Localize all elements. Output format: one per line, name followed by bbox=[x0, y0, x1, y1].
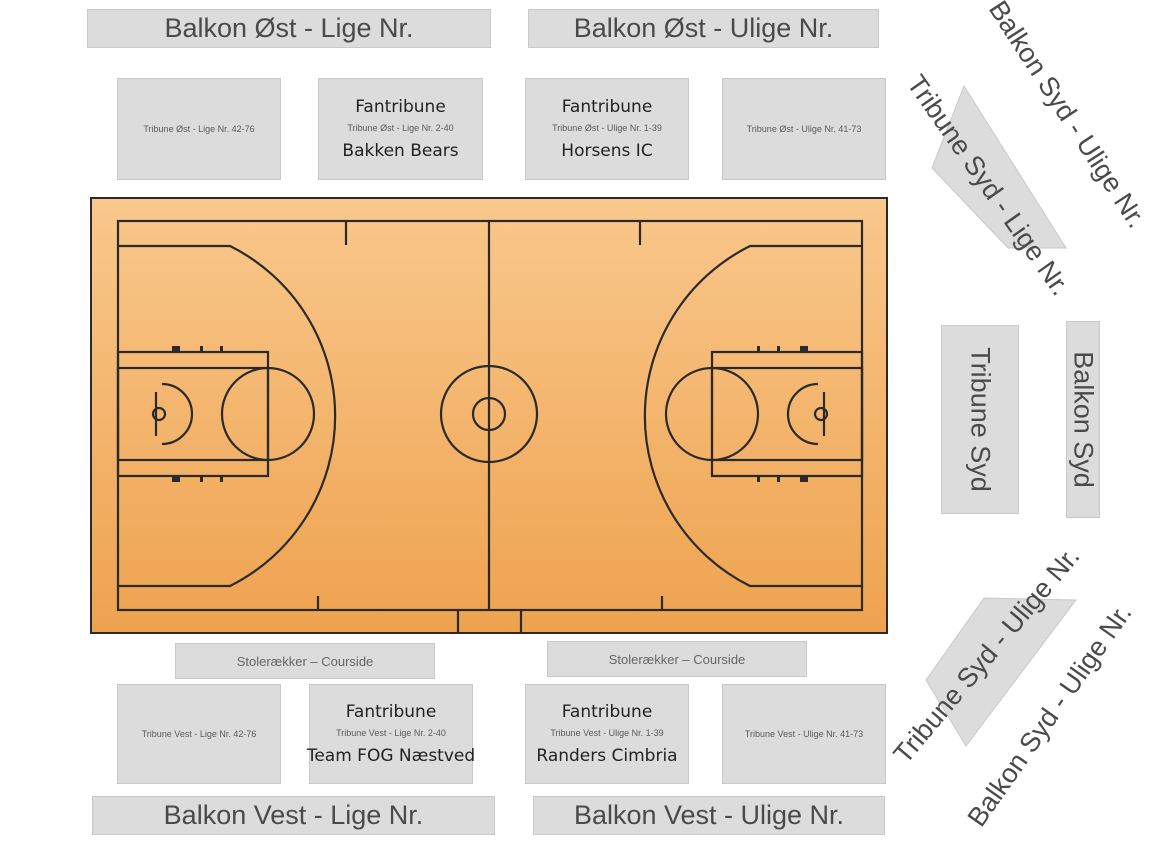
tribune-south-even-shape[interactable] bbox=[920, 80, 1080, 260]
fan-tribune-east-even[interactable]: Fantribune Tribune Øst - Lige Nr. 2-40 B… bbox=[318, 78, 483, 180]
team-name: Bakken Bears bbox=[342, 141, 459, 161]
tribune-south-label: Tribune Syd bbox=[965, 347, 996, 492]
tribune-west-even-42-76[interactable]: Tribune Vest - Lige Nr. 42-76 bbox=[117, 684, 281, 784]
balcony-east-even[interactable]: Balkon Øst - Lige Nr. bbox=[87, 9, 491, 48]
fan-tribune-heading: Fantribune bbox=[345, 702, 437, 722]
balcony-east-odd[interactable]: Balkon Øst - Ulige Nr. bbox=[528, 9, 879, 48]
section-label: Tribune Vest - Ulige Nr. 1-39 bbox=[550, 728, 664, 738]
center-circle bbox=[439, 364, 539, 464]
courtside-seats-right[interactable]: Stolerækker – Courside bbox=[547, 641, 807, 677]
free-throw-circle-right bbox=[664, 366, 760, 462]
balcony-south-label: Balkon Syd bbox=[1068, 351, 1099, 488]
section-label: Tribune Vest - Lige Nr. 2-40 bbox=[336, 728, 446, 738]
balcony-south[interactable] bbox=[1066, 321, 1100, 518]
center-inner-circle bbox=[471, 396, 507, 432]
no-charge-arc-left bbox=[161, 382, 194, 446]
balcony-west-odd[interactable]: Balkon Vest - Ulige Nr. bbox=[533, 796, 885, 835]
section-label: Tribune Vest - Ulige Nr. 41-73 bbox=[744, 729, 864, 739]
fan-tribune-heading: Fantribune bbox=[561, 702, 653, 722]
free-throw-circle-left bbox=[220, 366, 316, 462]
fan-tribune-west-even[interactable]: Fantribune Tribune Vest - Lige Nr. 2-40 … bbox=[306, 684, 476, 784]
tribune-south[interactable] bbox=[941, 325, 1019, 514]
tribune-south-odd-shape[interactable] bbox=[920, 592, 1085, 752]
team-name: Team FOG Næstved bbox=[306, 746, 476, 766]
court-lines bbox=[116, 219, 864, 633]
section-label: Tribune Øst - Ulige Nr. 41-73 bbox=[746, 124, 862, 134]
fan-tribune-heading: Fantribune bbox=[561, 97, 653, 117]
basketball-court bbox=[90, 197, 888, 634]
tribune-east-even-42-76[interactable]: Tribune Øst - Lige Nr. 42-76 bbox=[117, 78, 281, 180]
section-label: Tribune Øst - Ulige Nr. 1-39 bbox=[552, 123, 662, 133]
hoop-left bbox=[151, 406, 167, 422]
no-charge-arc-right bbox=[786, 382, 819, 446]
section-label: Tribune Øst - Lige Nr. 2-40 bbox=[347, 123, 454, 133]
hoop-right bbox=[813, 406, 829, 422]
three-point-left bbox=[118, 244, 337, 588]
section-label: Tribune Øst - Lige Nr. 42-76 bbox=[143, 124, 255, 134]
fan-tribune-west-odd[interactable]: Fantribune Tribune Vest - Ulige Nr. 1-39… bbox=[525, 684, 689, 784]
tribune-east-odd-41-73[interactable]: Tribune Øst - Ulige Nr. 41-73 bbox=[722, 78, 886, 180]
lane-marks bbox=[172, 346, 808, 482]
courtside-seats-left[interactable]: Stolerækker – Courside bbox=[175, 643, 435, 679]
team-name: Randers Cimbria bbox=[536, 746, 678, 766]
three-point-right bbox=[643, 244, 862, 588]
team-name: Horsens IC bbox=[561, 141, 653, 161]
section-label: Tribune Vest - Lige Nr. 42-76 bbox=[141, 729, 257, 739]
fan-tribune-heading: Fantribune bbox=[355, 97, 446, 117]
tribune-west-odd-41-73[interactable]: Tribune Vest - Ulige Nr. 41-73 bbox=[722, 684, 886, 784]
fan-tribune-east-odd[interactable]: Fantribune Tribune Øst - Ulige Nr. 1-39 … bbox=[525, 78, 689, 180]
balcony-west-even[interactable]: Balkon Vest - Lige Nr. bbox=[92, 796, 495, 835]
